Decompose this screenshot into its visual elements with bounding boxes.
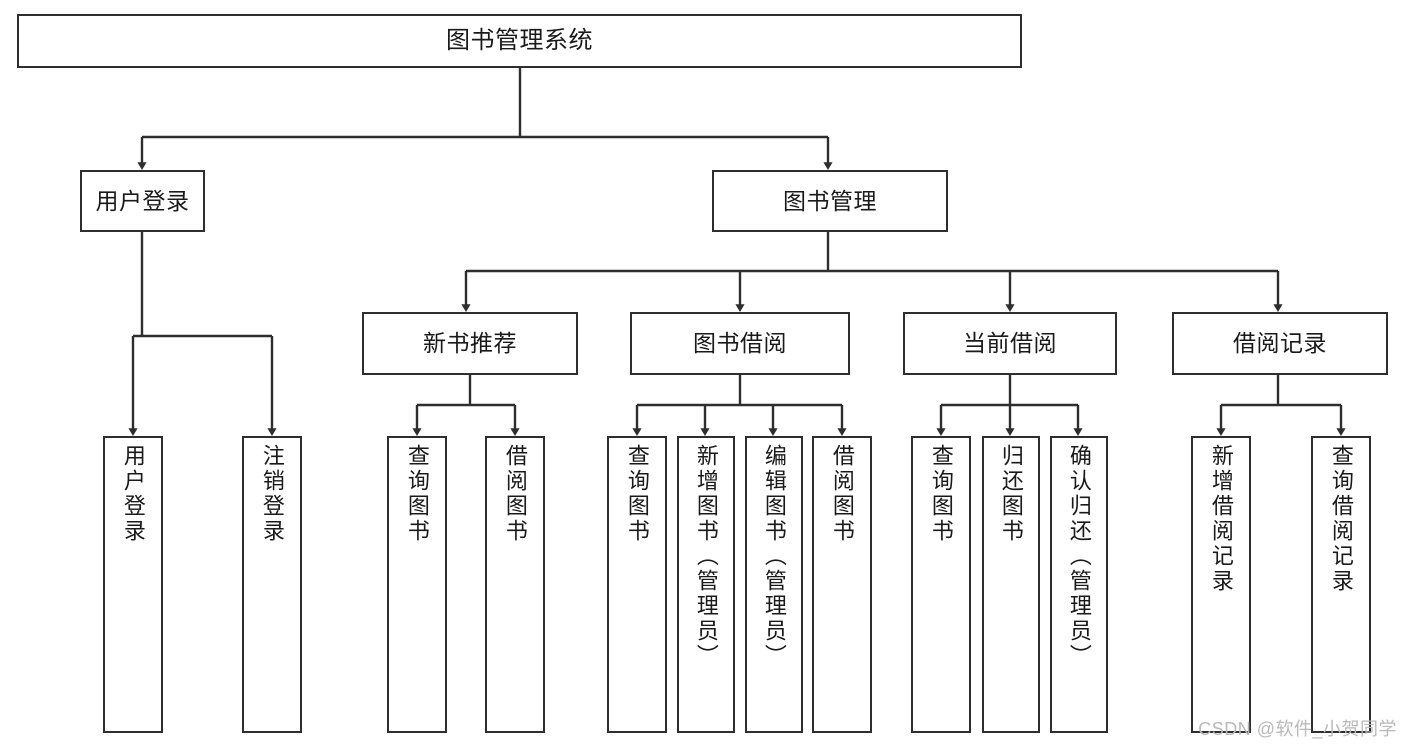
leaf-book-borrow-add[interactable]: 新增图书（管理员） (677, 436, 735, 733)
leaf-book-borrow-edit[interactable]: 编辑图书（管理员） (745, 436, 803, 733)
leaf-borrow-record-add[interactable]: 新增借阅记录 (1191, 436, 1251, 733)
node-label: 查询借阅记录 (1328, 444, 1354, 594)
node-label: 编辑图书（管理员） (761, 444, 787, 669)
node-label: 查询图书 (404, 444, 430, 544)
node-label: 借阅图书 (502, 444, 528, 544)
leaf-new-book-query[interactable]: 查询图书 (387, 436, 447, 733)
leaf-user-login-signout[interactable]: 注销登录 (242, 436, 302, 733)
node-label: 图书借阅 (693, 330, 787, 357)
node-label: 借阅图书 (829, 444, 855, 544)
node-new-book-recommend[interactable]: 新书推荐 (362, 312, 578, 375)
node-label: 用户登录 (120, 444, 146, 544)
node-borrow-record[interactable]: 借阅记录 (1172, 312, 1388, 375)
leaf-new-book-borrow[interactable]: 借阅图书 (485, 436, 545, 733)
leaf-current-borrow-return[interactable]: 归还图书 (982, 436, 1040, 733)
watermark-text: CSDN @软件_小贺同学 (1198, 719, 1397, 739)
node-label: 借阅记录 (1233, 330, 1327, 357)
node-label: 确认归还（管理员） (1066, 444, 1092, 669)
node-label: 新增借阅记录 (1208, 444, 1234, 594)
leaf-user-login-signin[interactable]: 用户登录 (103, 436, 163, 733)
node-book-borrow[interactable]: 图书借阅 (630, 312, 850, 375)
node-label: 当前借阅 (963, 330, 1057, 357)
leaf-borrow-record-query[interactable]: 查询借阅记录 (1311, 436, 1371, 733)
leaf-current-borrow-confirm[interactable]: 确认归还（管理员） (1050, 436, 1108, 733)
leaf-book-borrow-query[interactable]: 查询图书 (607, 436, 667, 733)
node-label: 用户登录 (95, 187, 190, 214)
node-label: 查询图书 (928, 444, 954, 544)
node-label: 新增图书（管理员） (693, 444, 719, 669)
node-label: 图书管理系统 (446, 27, 593, 55)
node-user-login[interactable]: 用户登录 (80, 170, 205, 232)
node-current-borrow[interactable]: 当前借阅 (903, 312, 1117, 375)
node-book-management[interactable]: 图书管理 (712, 170, 948, 232)
node-label: 图书管理 (783, 187, 877, 214)
node-root-system[interactable]: 图书管理系统 (17, 14, 1022, 68)
node-label: 注销登录 (259, 444, 285, 544)
node-label: 归还图书 (998, 444, 1024, 544)
node-label: 新书推荐 (423, 330, 517, 357)
leaf-current-borrow-query[interactable]: 查询图书 (911, 436, 971, 733)
node-label: 查询图书 (624, 444, 650, 544)
leaf-book-borrow-lend[interactable]: 借阅图书 (812, 436, 872, 733)
